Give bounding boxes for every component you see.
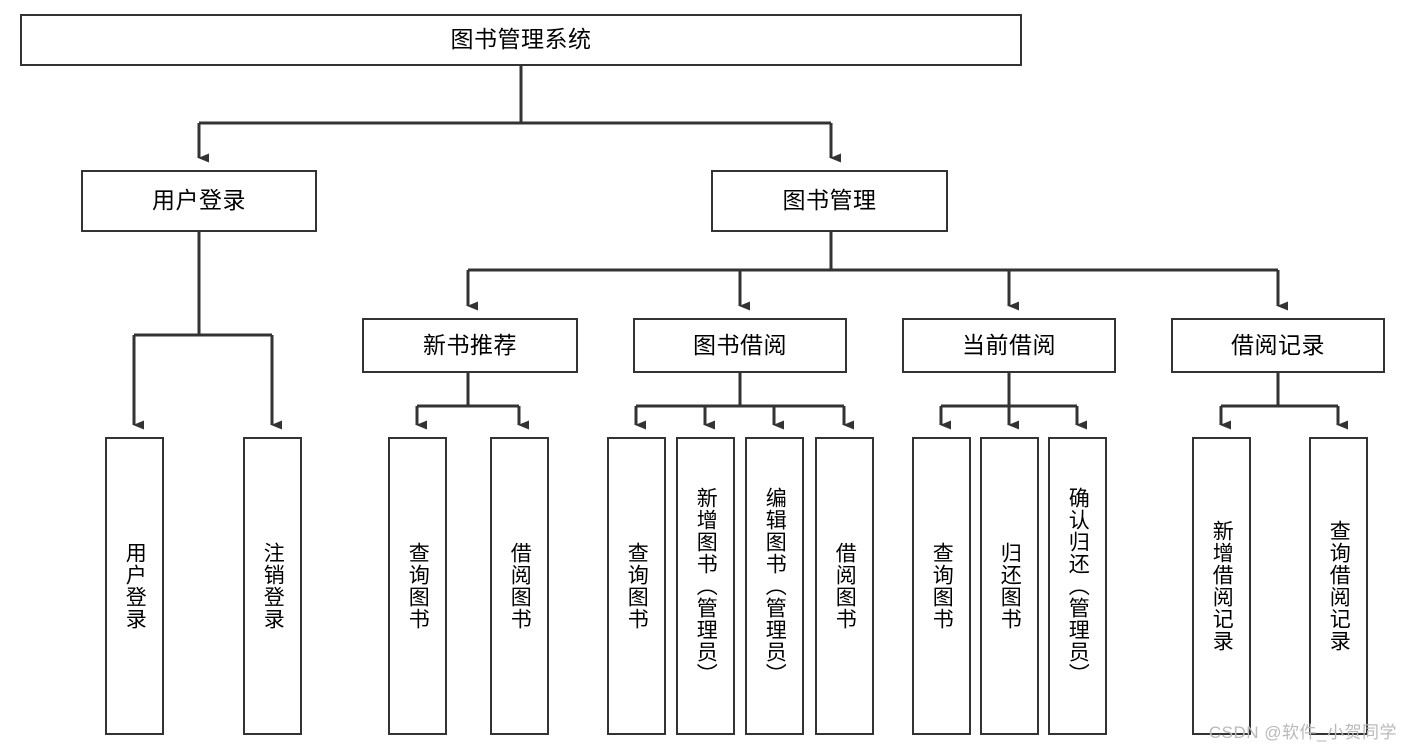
- node-book-management[interactable]: 图书管理: [711, 170, 948, 232]
- node-leaf-user-login[interactable]: 用户登录: [105, 437, 164, 735]
- node-label: 图书管理: [782, 187, 877, 214]
- node-label: 查询图书: [930, 542, 954, 630]
- node-label: 用户登录: [152, 187, 246, 214]
- node-label: 编辑图书（管理员）: [763, 487, 787, 685]
- node-label: 查询图书: [406, 542, 430, 630]
- node-label: 新增图书（管理员）: [694, 487, 718, 685]
- node-current-borrow[interactable]: 当前借阅: [902, 318, 1116, 373]
- node-leaf-return-book[interactable]: 归还图书: [980, 437, 1039, 735]
- node-leaf-add-borrow-record[interactable]: 新增借阅记录: [1192, 437, 1251, 735]
- node-leaf-query-book-current[interactable]: 查询图书: [912, 437, 971, 735]
- node-label: 图书借阅: [693, 331, 787, 358]
- node-leaf-query-book-recommend[interactable]: 查询图书: [388, 437, 447, 735]
- node-borrow-record[interactable]: 借阅记录: [1171, 318, 1385, 373]
- node-leaf-add-book-admin[interactable]: 新增图书（管理员）: [676, 437, 735, 735]
- node-label: 注销登录: [261, 542, 285, 630]
- node-label: 当前借阅: [962, 331, 1056, 358]
- node-leaf-query-book-borrow[interactable]: 查询图书: [607, 437, 666, 735]
- node-leaf-borrow-book[interactable]: 借阅图书: [815, 437, 874, 735]
- node-leaf-logout-login[interactable]: 注销登录: [243, 437, 302, 735]
- node-book-borrow[interactable]: 图书借阅: [633, 318, 847, 373]
- node-label: 图书管理系统: [450, 26, 592, 53]
- node-root-book-management-system[interactable]: 图书管理系统: [20, 14, 1022, 66]
- node-leaf-confirm-return-admin[interactable]: 确认归还（管理员）: [1048, 437, 1107, 735]
- node-label: 借阅记录: [1231, 331, 1325, 358]
- node-label: 借阅图书: [833, 542, 857, 630]
- node-label: 确认归还（管理员）: [1066, 487, 1090, 685]
- node-label: 查询借阅记录: [1327, 520, 1351, 652]
- node-label: 新书推荐: [423, 331, 517, 358]
- node-user-login[interactable]: 用户登录: [81, 170, 317, 232]
- node-leaf-edit-book-admin[interactable]: 编辑图书（管理员）: [745, 437, 804, 735]
- node-label: 借阅图书: [508, 542, 532, 630]
- node-label: 查询图书: [625, 542, 649, 630]
- node-leaf-query-borrow-record[interactable]: 查询借阅记录: [1309, 437, 1368, 735]
- node-label: 新增借阅记录: [1210, 520, 1234, 652]
- node-label: 归还图书: [998, 542, 1022, 630]
- node-leaf-borrow-book-recommend[interactable]: 借阅图书: [490, 437, 549, 735]
- node-label: 用户登录: [123, 542, 147, 630]
- node-new-book-recommend[interactable]: 新书推荐: [362, 318, 578, 373]
